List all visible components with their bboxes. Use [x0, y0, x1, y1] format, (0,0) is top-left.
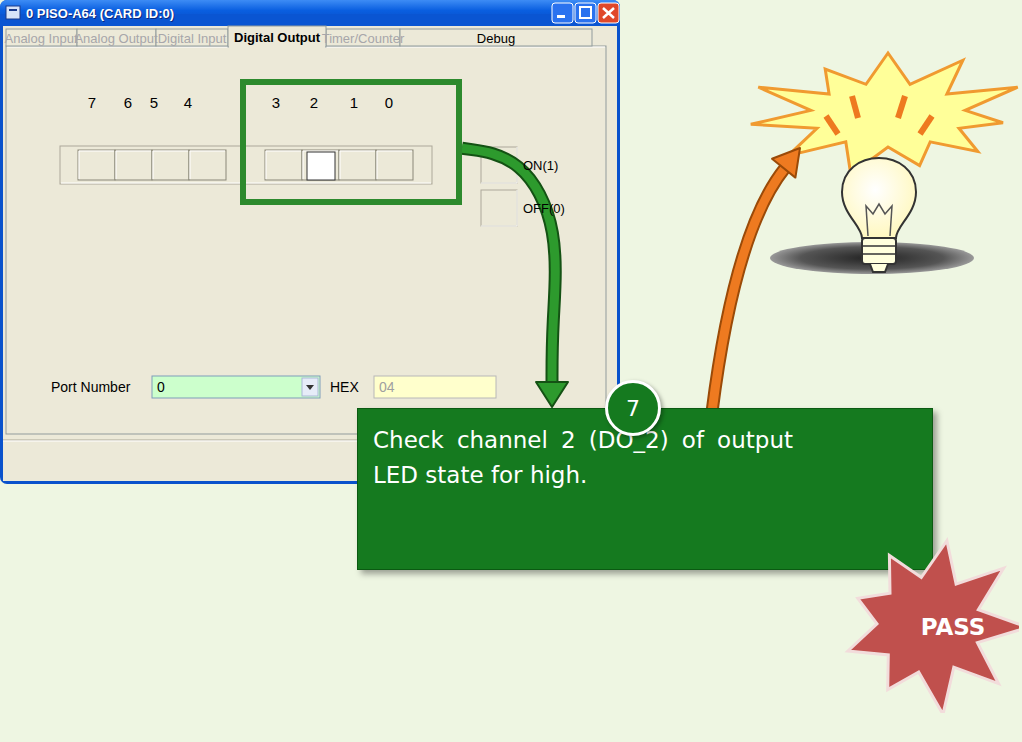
bit-buttons	[340, 151, 375, 179]
tab-label: Timer/Counter	[322, 31, 405, 46]
window-frame	[9, 9, 17, 11]
pass-burst: PASS	[835, 535, 1019, 713]
starburst-outline	[848, 541, 1019, 713]
tab-strip	[7, 47, 605, 48]
bit-number: 6	[124, 94, 132, 111]
flow-arrow	[462, 148, 568, 407]
lightbulb	[870, 264, 888, 272]
window-controls	[552, 3, 619, 23]
tab-label: Analog Output	[74, 31, 157, 46]
bit-buttons	[339, 150, 376, 180]
state-indicators	[481, 190, 517, 226]
port-combobox	[302, 378, 318, 396]
hex-field	[374, 376, 496, 398]
field-label: Port Number	[51, 379, 130, 395]
bit-buttons	[302, 150, 339, 180]
lamp-arrow	[712, 168, 785, 412]
window-controls	[603, 8, 614, 18]
bit-buttons	[60, 146, 432, 184]
lightbulb	[770, 158, 974, 274]
port-combobox	[152, 376, 320, 398]
bit-number: 2	[310, 94, 318, 111]
lightbulb	[862, 238, 896, 264]
bit-buttons	[61, 183, 431, 184]
bit-buttons	[152, 150, 189, 180]
lightbulb	[842, 158, 916, 238]
tab-strip	[228, 26, 326, 47]
bit-buttons	[377, 151, 412, 179]
callout-number: 7	[626, 396, 640, 421]
bit-buttons	[79, 151, 114, 179]
state-indicators	[481, 190, 517, 226]
port-combobox	[306, 385, 314, 390]
bit-number: 5	[150, 94, 158, 111]
light-rays	[852, 96, 858, 118]
light-rays	[898, 96, 905, 118]
window-title: 0 PISO-A64 (CARD ID:0)	[26, 6, 174, 21]
field-label: 04	[379, 379, 395, 395]
tab-label: Digital Input	[158, 31, 227, 46]
bit-buttons	[60, 146, 432, 184]
tab-label: Debug	[477, 31, 515, 46]
window-controls	[552, 3, 573, 23]
bit-number: 3	[272, 94, 280, 111]
highlight-box: 3 2 1 0	[240, 79, 462, 205]
state-label: OFF(0)	[523, 201, 565, 216]
bit-buttons	[265, 150, 302, 180]
flow-arrow	[462, 148, 555, 386]
lamp-arrow	[712, 168, 785, 412]
light-rays	[826, 96, 932, 134]
window-frame	[6, 6, 20, 19]
tab-strip	[6, 26, 606, 434]
bit-buttons	[153, 151, 188, 179]
field-label: 0	[157, 379, 165, 395]
bit-number: 0	[385, 94, 393, 111]
light-rays	[920, 116, 932, 134]
lightbulb	[866, 204, 892, 236]
lightbulb	[862, 253, 896, 255]
lightbulb	[862, 245, 896, 247]
lamp-arrow	[772, 148, 800, 178]
bit-buttons	[190, 151, 225, 179]
state-label: ON(1)	[523, 158, 558, 173]
bit-number: 4	[184, 94, 192, 111]
pass-text: PASS	[921, 614, 986, 640]
tab-strip	[6, 46, 606, 434]
bit-number: 7	[88, 94, 96, 111]
light-rays	[826, 116, 838, 134]
field-label: HEX	[330, 379, 359, 395]
bit-buttons	[189, 150, 226, 180]
bit-buttons	[376, 150, 413, 180]
port-combobox	[152, 376, 320, 398]
bit-number: 1	[350, 94, 358, 111]
bit-buttons	[116, 151, 151, 179]
bit-buttons	[303, 151, 338, 179]
bit-buttons	[115, 150, 152, 180]
tab-strip	[400, 29, 592, 46]
tab-strip	[229, 46, 325, 48]
window-controls	[580, 7, 591, 18]
callout-text: Check channel 2 (DO_2) of output LED sta…	[373, 423, 793, 493]
window-controls	[598, 3, 619, 23]
bit-buttons	[307, 152, 335, 180]
flow-arrow	[462, 148, 555, 386]
window-frame	[0, 0, 620, 26]
window-controls	[557, 15, 565, 18]
hex-field	[374, 376, 496, 398]
callout-number: 7	[605, 380, 661, 436]
tab-label: Digital Output	[234, 30, 320, 45]
window-controls	[575, 3, 596, 23]
lamp-arrow	[712, 148, 800, 412]
bit-buttons	[266, 151, 301, 179]
arrow-head	[536, 382, 568, 407]
tab-strip	[156, 29, 228, 46]
bit-buttons	[78, 150, 115, 180]
tab-label: Analog Input	[4, 31, 77, 46]
